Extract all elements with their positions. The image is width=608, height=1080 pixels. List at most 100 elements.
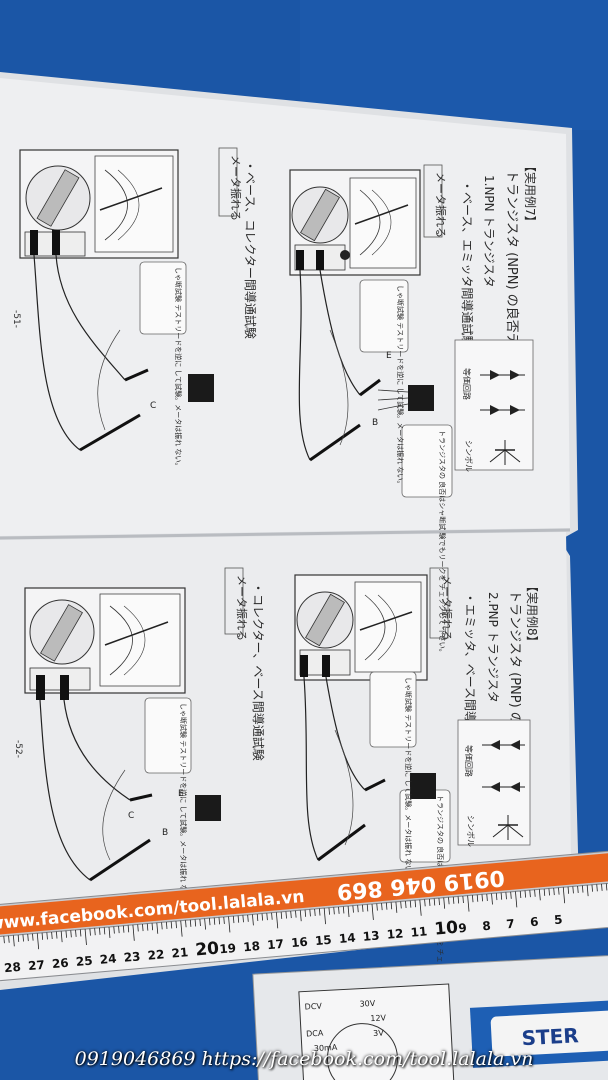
top-multimeter-2 <box>19 149 179 259</box>
ruler-tick <box>8 935 10 943</box>
ruler-tick <box>161 922 163 930</box>
ruler-tick <box>314 908 316 917</box>
ruler-number: 22 <box>147 947 165 962</box>
bottom-symbol-caption: シンボル <box>466 815 475 847</box>
ruler-tick <box>328 907 330 915</box>
ruler-tick <box>534 889 536 897</box>
top-equivalent-caption: 等価回路 <box>462 368 472 400</box>
ruler-tick <box>362 904 364 912</box>
ruler-tick <box>342 906 345 914</box>
bottom-test-1: ・エミッタ、ベース間導通試験 <box>463 592 478 759</box>
ruler-tick <box>405 901 407 909</box>
ruler-tick <box>113 926 115 934</box>
ruler-number: 19 <box>219 941 237 956</box>
ruler-tick <box>419 899 422 916</box>
top-break-note-2-text: しゃ断試験 テストリードを逆に して試験。メータは振れ ない。 <box>174 267 183 469</box>
ruler-tick <box>304 909 307 917</box>
ruler-tick <box>132 924 135 941</box>
top-example-heading: 【実用例7】 <box>523 160 538 228</box>
ruler-tick <box>22 934 24 942</box>
ruler-tick <box>543 888 546 896</box>
ruler-number: 25 <box>75 954 93 969</box>
meter-range-5: 30mA <box>314 1043 338 1053</box>
ruler-tick <box>285 911 287 919</box>
ruler-number: 9 <box>458 921 468 936</box>
bottom-circuit-box: 等価回路 シンボル <box>457 719 531 847</box>
ruler-tick <box>299 910 302 922</box>
bottom-break-note-2-text: しゃ断試験 テストリードを逆に して試験。メータは振れ ない。 <box>179 703 188 905</box>
ruler-orange-band <box>0 851 608 937</box>
ruler-tick <box>581 885 584 893</box>
bottom-meter-label: メータ振れる <box>440 575 454 641</box>
ruler-tick <box>596 884 598 892</box>
top-break-note-1-text: しゃ断試験 テストリードを逆に して試験。メータは振れ ない。 <box>396 285 405 487</box>
bottom-meter-label-2: メータ振れる <box>235 575 249 641</box>
ruler-number: 26 <box>51 956 69 971</box>
top-pin-b: B <box>372 418 378 428</box>
ruler-tick <box>27 934 29 942</box>
ruler-tick <box>381 903 383 911</box>
ruler-tick <box>70 930 72 938</box>
ruler-tick <box>371 903 374 920</box>
top-transistor-note-text: トランジスタの 良否はシャ断試 験でもリークを チェックして 下さい。 <box>438 430 447 656</box>
bottom-equivalent-caption: 等価回路 <box>464 745 474 777</box>
ruler-tick <box>156 922 159 934</box>
ruler-tick <box>500 892 503 900</box>
ruler-scale <box>0 881 608 983</box>
bottom-test-2: ・コレクター、ベース間導通試験 <box>251 582 266 761</box>
ruler-tick <box>242 915 244 923</box>
ruler-number: 15 <box>314 933 332 948</box>
top-test-1: ・ベース、エミッタ間導通試験 <box>460 180 475 347</box>
ruler-tick <box>55 931 58 939</box>
ruler-tick <box>505 892 507 900</box>
top-pin-e: E <box>386 351 392 361</box>
ruler-tick <box>591 884 593 892</box>
ruler-tick <box>12 935 15 947</box>
bottom-break-note-2: しゃ断試験 テストリードを逆に して試験。メータは振れ ない。 <box>144 697 192 905</box>
ruler-tick <box>271 912 273 920</box>
ruler-tick <box>99 927 101 935</box>
ruler-tick <box>79 929 82 937</box>
top-example-title: トランジスタ (NPN) の良否テスト。 <box>504 170 520 384</box>
ruler-tick <box>572 886 574 894</box>
bottom-test-leads-2 <box>36 675 221 882</box>
ruler-tick <box>472 895 474 903</box>
bottom-pin-e: E <box>178 789 184 799</box>
ruler-number: 20 <box>195 939 220 961</box>
ruler-tick <box>180 920 183 937</box>
ruler-tick <box>548 888 550 896</box>
bottom-break-note-1: しゃ断試験 テストリードを逆に して試験。メータは振れ ない。 <box>369 671 417 879</box>
ruler-tick <box>41 932 44 940</box>
ruler-tick <box>209 918 211 926</box>
ruler-tick <box>118 926 120 934</box>
ruler-tick <box>428 898 431 906</box>
ruler-tick <box>189 919 192 927</box>
top-break-note-1: しゃ断試験 テストリードを逆に して試験。メータは振れ ない。 <box>359 279 409 487</box>
ruler-tick <box>3 936 5 944</box>
ruler-number: 21 <box>171 945 189 960</box>
ruler-tick <box>352 905 354 913</box>
ruler-tick <box>46 932 48 940</box>
ruler-tick <box>414 900 417 908</box>
ruler-tick <box>127 925 130 933</box>
ruler-tick <box>495 893 498 901</box>
ruler-tick <box>462 895 464 904</box>
ruler-number: 18 <box>243 939 261 954</box>
ruler-tick <box>577 885 579 893</box>
meter-range-0: DCV <box>304 1002 322 1012</box>
top-subtitle: 1.NPN トランジスタ <box>482 175 496 287</box>
ruler-tick <box>486 893 488 901</box>
ruler-tick <box>51 931 53 940</box>
ruler-tick <box>586 885 589 897</box>
ruler-tick <box>204 918 206 930</box>
ruler-number: 27 <box>27 958 45 973</box>
ruler-tick <box>32 933 34 941</box>
bottom-transistor-1 <box>410 773 436 799</box>
ruler-tick <box>228 916 231 933</box>
top-page-number: -51- <box>11 310 21 328</box>
top-meter-label: メータ振れる <box>434 172 448 238</box>
ruler-tick <box>524 890 527 898</box>
bottom-multimeter-1 <box>294 574 428 681</box>
ruler-tick <box>395 901 398 913</box>
ruler-tick <box>448 897 450 905</box>
